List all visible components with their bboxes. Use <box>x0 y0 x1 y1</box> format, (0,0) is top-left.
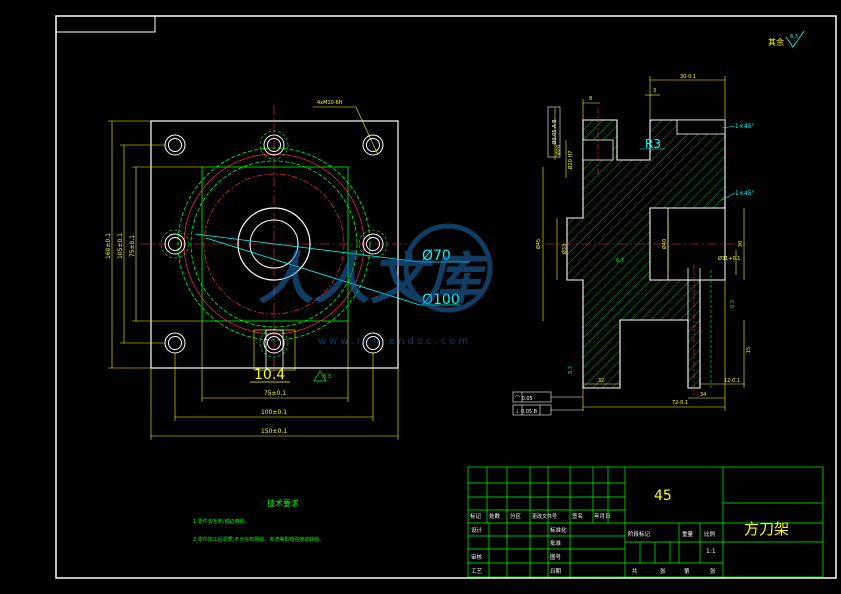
roughness-symbol: 其余 6.3 <box>768 30 805 48</box>
roughness-value: 6.3 <box>790 34 798 40</box>
section-view: 30-0.1 3 8 1×45° 1×45° R3 Ø20 Ø20 H7 Ø45… <box>512 74 754 416</box>
dim-right-40: Ø40 <box>661 239 668 249</box>
dim-75-horizontal: 75±0.1 <box>264 390 286 397</box>
sheet-current: 第 <box>684 567 690 575</box>
dim-left-33: Ø33 <box>561 244 568 254</box>
roughness-side-3: 8.3 <box>568 366 574 374</box>
front-view: 4xM10-6H Ø70 Ø100 10.4 6.3 160±0.1 105±0… <box>105 100 470 440</box>
dim-bottom-32: 32 <box>598 378 604 384</box>
header-mark: 标记 <box>470 512 482 520</box>
bolt-callout: 4xM10-6H <box>317 100 343 106</box>
dim-right-15: 15 <box>746 347 752 353</box>
dim-left-20h7: Ø20 H7 <box>567 151 574 170</box>
dim-right-30: 30 <box>738 241 744 247</box>
label-stage: 阶段标记 <box>628 530 651 538</box>
title-block-text: 45 方刀架 标记 处数 分区 更改文件号 签名 年月日 设计 审核 工艺 标准… <box>470 488 789 575</box>
radius-label: R3 <box>645 137 661 151</box>
tolerance-frame-1: ⌒ 0.05 <box>512 391 583 403</box>
header-date: 年月日 <box>594 512 611 520</box>
label-standard: 标准化 <box>550 526 567 534</box>
header-count: 处数 <box>489 512 501 520</box>
sheet-unit-2: 张 <box>710 567 716 575</box>
label-scale: 比例 <box>704 530 716 538</box>
watermark-url: www.renrendoc.com <box>318 336 471 347</box>
watermark-brand: 人人文库 <box>258 247 491 312</box>
label-drawing-no: 图号 <box>550 553 562 561</box>
dim-30-top: 30-0.1 <box>680 74 696 80</box>
sheet-total: 共 <box>632 567 638 575</box>
dim-8-top: 8 <box>589 96 592 102</box>
label-review: 审核 <box>471 553 483 561</box>
tolerance-2-text: ⊥ 0.05 B <box>515 409 538 415</box>
label-date: 日期 <box>550 568 562 575</box>
dim-left-45: Ø45 <box>535 239 542 249</box>
tolerance-frame-2: ⊥ 0.05 B <box>512 404 583 416</box>
dim-75-vertical: 75±0.1 <box>129 235 136 257</box>
tolerance-1-text: ⌒ 0.05 <box>515 396 533 402</box>
header-change: 更改文件号 <box>532 513 557 520</box>
dim-bottom-72: 72-0.1 <box>672 400 688 406</box>
label-weight: 重量 <box>682 530 694 538</box>
dim-bottom-12: 12-0.1 <box>724 378 740 384</box>
chamfer-bottom: 1×45° <box>735 190 754 197</box>
dim-160: 160±0.1 <box>105 233 112 259</box>
sheet-unit-1: 张 <box>660 567 666 575</box>
scale-value: 1:1 <box>706 548 716 555</box>
plate-outline <box>150 120 399 369</box>
dim-right-31: Ø31+0.1 <box>718 255 740 262</box>
tech-req-item-2: 2.零件加工后调质,不允许有裂纹、夹渣等影响强度的缺陷。 <box>193 537 325 543</box>
dim-3-top: 3 <box>653 88 656 94</box>
corner-box <box>55 15 156 33</box>
title-block <box>467 466 824 578</box>
watermark: 人人文库 www.renrendoc.com <box>258 223 493 347</box>
roughness-side-2: 6.3 <box>730 300 736 308</box>
dim-left-20: Ø20 <box>555 145 562 155</box>
label-design: 设计 <box>471 526 483 534</box>
part-name: 方刀架 <box>744 520 789 538</box>
front-surface-mark: 6.3 <box>323 374 331 380</box>
dim-105: 105±0.1 <box>117 233 124 259</box>
dim-150: 150±0.1 <box>261 428 287 435</box>
roughness-side-1: 6.3 <box>616 258 624 264</box>
left-tolerance-text: Ø0.05 A B <box>551 119 558 145</box>
drawing-border <box>55 15 837 579</box>
dim-bottom-34: 34 <box>700 392 706 398</box>
header-zone: 分区 <box>510 512 522 520</box>
header-sign: 签名 <box>572 512 583 520</box>
label-process: 工艺 <box>471 568 483 575</box>
left-tolerance-frame: Ø0.05 A B <box>547 106 561 158</box>
slot-width-label: 10.4 <box>254 367 285 383</box>
material-value: 45 <box>654 488 672 504</box>
diameter-70-label: Ø70 <box>422 248 451 264</box>
label-approve: 批准 <box>550 539 562 547</box>
roughness-label: 其余 <box>768 37 784 47</box>
tech-req-title: 技术要求 <box>267 499 299 508</box>
chamfer-top: 1×45° <box>735 123 754 130</box>
dim-100: 100±0.1 <box>261 409 287 416</box>
tech-req-item-1: 1.零件去毛刺,锐边倒钝。 <box>193 519 250 525</box>
